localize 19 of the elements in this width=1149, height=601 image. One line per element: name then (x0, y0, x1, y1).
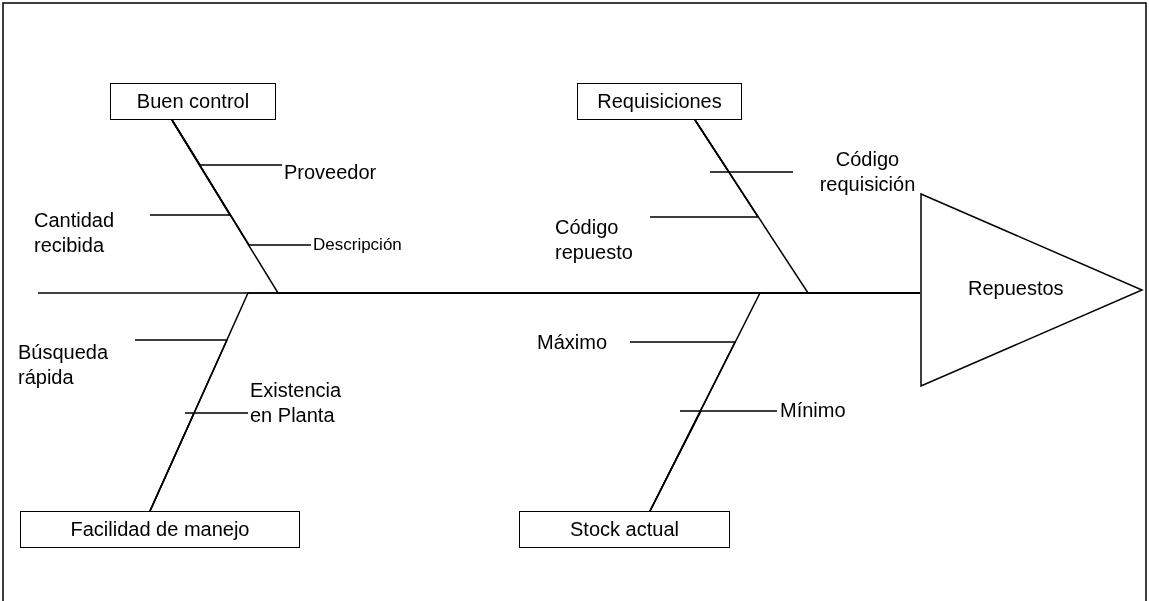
sub-cause-line (649, 410, 778, 512)
category-box: Buen control (110, 83, 276, 120)
cause-label: Búsqueda rápida (18, 340, 133, 390)
effect-label: Repuestos (968, 276, 1064, 301)
cause-label: Descripción (313, 232, 443, 257)
sub-cause-line (149, 412, 249, 512)
cause-label: Código repuesto (555, 215, 665, 265)
effect-triangle (920, 193, 1144, 387)
cause-label: Código requisición (795, 147, 940, 197)
cause-label: Proveedor (284, 160, 394, 185)
category-box: Requisiciones (577, 83, 742, 120)
cause-label: Cantidad recibida (34, 208, 149, 258)
category-box: Stock actual (519, 511, 730, 548)
cause-label: Existencia en Planta (250, 378, 368, 428)
cause-label: Mínimo (780, 398, 870, 423)
cause-label: Máximo (537, 330, 637, 355)
sub-cause-line (649, 119, 760, 218)
sub-cause-line (171, 119, 312, 246)
category-box: Facilidad de manejo (20, 511, 300, 548)
